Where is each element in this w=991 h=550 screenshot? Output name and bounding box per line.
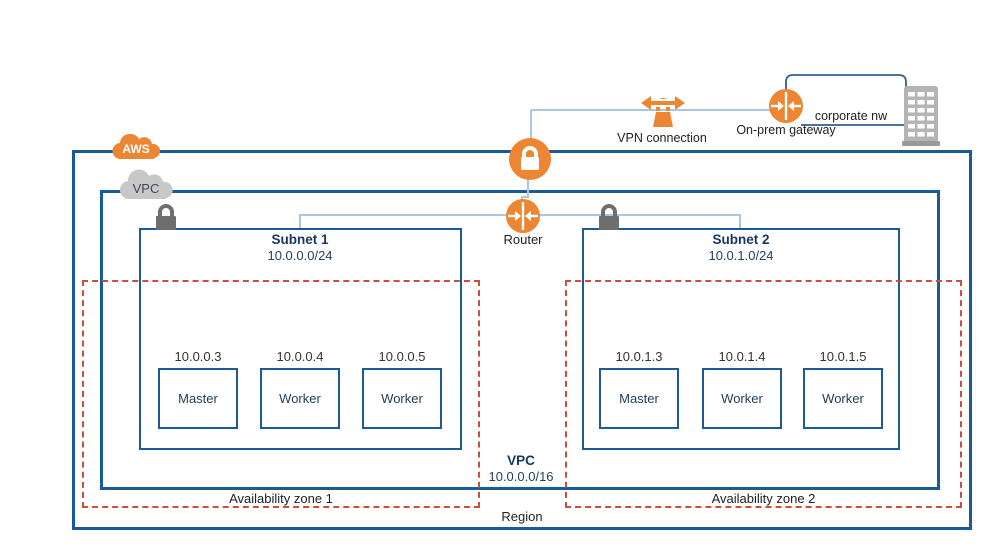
onprem-gateway-label: On-prem gateway [736,123,836,137]
vpc-cidr: 10.0.0.0/16 [488,469,554,484]
instance-ip: 10.0.1.5 [819,349,867,364]
instance-ip: 10.0.0.4 [276,349,324,364]
subnet-2-lock-icon [599,204,619,230]
aws-cloud-icon: AWS [112,134,161,160]
availability-zone-2-box [565,280,962,508]
availability-zone-1-label: Availability zone 1 [229,491,333,506]
instance-role-box: Worker [702,368,782,429]
vpc-label: VPC [507,453,535,468]
availability-zone-2-label: Availability zone 2 [711,491,816,506]
vpc-cloud-icon: VPC [119,169,173,200]
onprem-gateway-icon [769,89,803,123]
instance-node: 10.0.1.4 Worker [702,348,782,429]
instance-ip: 10.0.0.5 [378,349,426,364]
instance-ip: 10.0.1.4 [718,349,766,364]
availability-zone-1-box [82,280,480,508]
corporate-building-icon [902,86,940,146]
router-icon [506,199,540,233]
instance-role-box: Master [599,368,679,429]
instance-node: 10.0.0.3 Master [158,348,238,429]
instance-role-box: Worker [362,368,442,429]
subnet-2-title: Subnet 2 [712,232,770,247]
subnet-1-title: Subnet 1 [271,232,329,247]
vpn-connection-icon [641,96,685,127]
instance-role-box: Worker [803,368,883,429]
vpc-label-block: VPC 10.0.0.0/16 [451,453,591,485]
vpc-cloud-label: VPC [133,181,160,196]
subnet-2-header: Subnet 2 10.0.1.0/24 [661,232,821,264]
subnet-2-box [582,228,900,450]
vpn-gateway-lock-icon [509,138,551,180]
instance-ip: 10.0.1.3 [615,349,663,364]
vpn-connection-label: VPN connection [617,131,707,145]
aws-cloud-label: AWS [122,142,149,156]
instance-role-box: Worker [260,368,340,429]
corporate-nw-label: corporate nw [814,109,888,123]
vpc-box [100,190,940,490]
subnet-2-cidr: 10.0.1.0/24 [708,248,774,263]
subnet-1-box [139,228,462,450]
instance-node: 10.0.1.5 Worker [803,348,883,429]
subnet-1-header: Subnet 1 10.0.0.0/24 [220,232,380,264]
router-label: Router [503,232,543,247]
instance-role-box: Master [158,368,238,429]
instance-node: 10.0.1.3 Master [599,348,679,429]
gateway-to-corp-top-line [785,74,907,92]
subnet-1-cidr: 10.0.0.0/24 [267,248,333,263]
subnet-1-lock-icon [156,204,176,230]
instance-node: 10.0.0.4 Worker [260,348,340,429]
instance-node: 10.0.0.5 Worker [362,348,442,429]
instance-ip: 10.0.0.3 [174,349,222,364]
region-label: Region [501,509,543,524]
